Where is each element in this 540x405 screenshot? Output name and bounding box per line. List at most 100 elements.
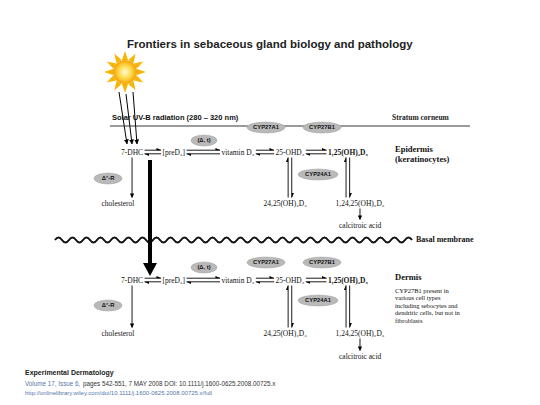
compound-name: [preD₃] — [163, 148, 186, 157]
compound-name: 7-DHC — [121, 276, 143, 285]
enzyme-name: CYP24A1 — [305, 171, 331, 177]
compound-label: 25-OHD₃ — [276, 276, 305, 285]
compound-name: vitamin D₃ — [222, 276, 255, 285]
arrow-line — [346, 286, 347, 328]
text-label: CYP27B1 present in various cell types in… — [395, 287, 463, 324]
compound-name: 25-OHD₃ — [276, 276, 305, 285]
arrow-line — [359, 339, 360, 351]
enzyme-name: Δ⁷-R — [102, 302, 115, 308]
arrow-line — [256, 278, 274, 279]
compound-name: calcitroic acid — [339, 221, 381, 230]
arrow-line — [288, 158, 289, 198]
compound-label: 25-OHD₃ — [276, 148, 305, 157]
ellipse-shape — [303, 122, 341, 133]
reaction-arrow — [288, 286, 292, 328]
enzyme-name: (Δ, t) — [197, 137, 210, 143]
compound-label: 1,24,25(OH)₂D₃ — [336, 199, 385, 208]
arrow-line — [306, 281, 327, 282]
text-label: Experimental Dermatology — [25, 369, 114, 377]
text-label: Stratum corneum — [392, 114, 449, 123]
compound-name: vitamin D₃ — [222, 148, 255, 157]
reaction-arrow — [306, 150, 327, 154]
reaction-arrow — [145, 278, 161, 282]
text-label: Basal membrane — [416, 235, 474, 244]
compound-name: cholesterol — [102, 199, 135, 208]
enzyme-ellipse: Δ⁷-R — [94, 173, 122, 184]
reaction-arrow — [256, 278, 274, 282]
ellipse-shape — [191, 135, 217, 146]
arrow-line — [256, 150, 274, 151]
basal-membrane-wave — [55, 238, 412, 243]
text-label: Epidermis (keratinocytes) — [395, 145, 475, 165]
text-label: Dermis — [395, 273, 421, 283]
compound-label: 24,25(OH)₂D₃ — [264, 199, 307, 208]
reaction-arrow — [187, 278, 220, 282]
arrow-line — [132, 158, 133, 198]
enzyme-name: CYP27B1 — [309, 259, 335, 265]
compound-name: 24,25(OH)₂D₃ — [264, 329, 307, 338]
reaction-arrow — [187, 150, 220, 154]
stratum-corneum-line — [110, 126, 470, 127]
enzyme-name: Δ⁷-R — [102, 175, 115, 181]
arrow-line — [306, 278, 327, 279]
arrow-line — [346, 158, 347, 198]
ellipse-shape — [191, 262, 217, 273]
reaction-arrow — [132, 286, 133, 328]
compound-label: calcitroic acid — [339, 352, 381, 361]
enzyme-ellipse: (Δ, t) — [191, 262, 217, 273]
arrow-line — [291, 286, 292, 328]
reaction-arrow — [346, 286, 350, 328]
enzyme-ellipse: CYP24A1 — [298, 295, 338, 306]
arrow-line — [187, 281, 220, 282]
compound-label: [preD₃] — [163, 276, 186, 285]
reaction-arrow — [306, 278, 327, 282]
reaction-arrow — [132, 158, 133, 198]
arrow-line — [132, 286, 133, 328]
compound-label: cholesterol — [102, 199, 135, 208]
compound-name: 24,25(OH)₂D₃ — [264, 199, 307, 208]
arrow-line — [306, 153, 327, 154]
compound-name: 1,24,25(OH)₂D₃ — [336, 199, 385, 208]
text-label: Solar UV-B radiation (280 – 320 nm) — [112, 114, 238, 123]
ellipse-shape — [303, 257, 341, 268]
arrow-line — [349, 286, 350, 328]
compound-name: 1,25(OH)₂D₃ — [328, 276, 368, 285]
sun-symbol — [104, 51, 146, 93]
compound-name: 7-DHC — [121, 148, 143, 157]
compound-label: vitamin D₃ — [222, 148, 255, 157]
enzyme-name: (Δ, t) — [197, 264, 210, 270]
text-label: Volume 17, Issue 6, — [25, 380, 80, 387]
enzyme-ellipse: (Δ, t) — [191, 135, 217, 146]
compound-name: cholesterol — [102, 329, 135, 338]
arrow-line — [256, 153, 274, 154]
ellipse-shape — [298, 169, 338, 180]
text-label: pages 542-551, 7 MAY 2008 DOI: 10.1111/j… — [83, 380, 275, 387]
compound-label: 24,25(OH)₂D₃ — [264, 329, 307, 338]
arrow-line — [349, 158, 350, 198]
compound-name: calcitroic acid — [339, 352, 381, 361]
compound-label: [preD₃] — [163, 148, 186, 157]
text-label: http://onlinelibrary.wiley.com/doi/10.11… — [25, 390, 212, 397]
enzyme-ellipse: Δ⁷-R — [94, 300, 122, 311]
reaction-arrow — [359, 209, 360, 220]
reaction-arrow — [346, 158, 350, 198]
figure-title: Frontiers in sebaceous gland biology and… — [127, 38, 413, 50]
arrow-line — [291, 158, 292, 198]
arrow-line — [359, 209, 360, 220]
compound-label: 7-DHC — [121, 148, 143, 157]
enzyme-name: CYP27B1 — [309, 124, 335, 130]
compound-name: 25-OHD₃ — [276, 148, 305, 157]
ellipse-shape — [94, 173, 122, 184]
compound-label: cholesterol — [102, 329, 135, 338]
arrow-line — [145, 153, 161, 154]
ellipse-shape — [94, 300, 122, 311]
ellipse-shape — [298, 295, 338, 306]
arrow-line — [288, 286, 289, 328]
compound-name: [preD₃] — [163, 276, 186, 285]
compound-label: calcitroic acid — [339, 221, 381, 230]
enzyme-ellipse: CYP27A1 — [247, 257, 285, 268]
compound-name: 1,25(OH)₂D₃ — [328, 148, 368, 157]
reaction-arrow — [359, 339, 360, 351]
